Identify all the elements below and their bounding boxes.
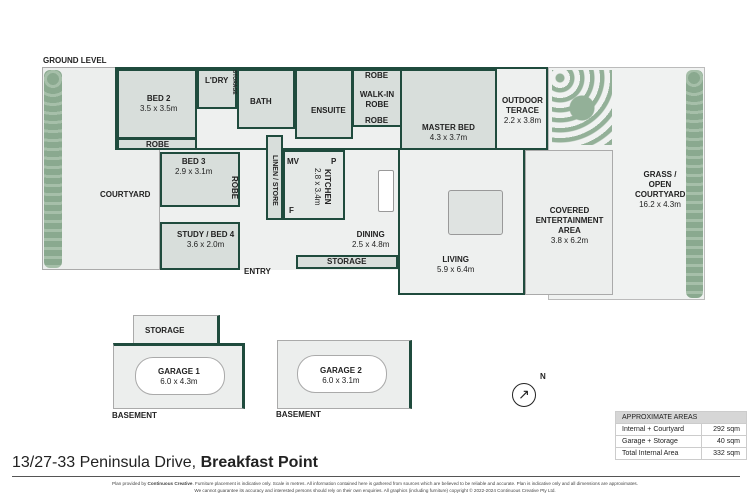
north-arrow-icon: ↗ (512, 383, 536, 407)
room-study (160, 222, 240, 270)
car-icon-2 (297, 355, 387, 393)
room-bed2 (117, 69, 197, 139)
pantry-label: P (331, 157, 337, 166)
room-ensuite (295, 69, 353, 139)
basement-storage-label: STORAGE (145, 326, 185, 335)
garage1-level: BASEMENT (112, 411, 157, 420)
laundry-label: L'DRY (205, 76, 229, 85)
sofa (448, 190, 503, 235)
hedge-right (686, 70, 703, 298)
north-label: N (540, 372, 546, 381)
room-bed3 (160, 152, 240, 207)
covered-area (525, 150, 613, 295)
room-storage-hall (296, 255, 398, 269)
address: 13/27-33 Peninsula Drive, Breakfast Poin… (12, 454, 318, 471)
entry-label: ENTRY (244, 267, 271, 276)
planting (552, 70, 612, 145)
robe-mid-label: ROBE (365, 116, 389, 125)
storage-hall-label: STORAGE (327, 257, 367, 266)
room-laundry (197, 69, 237, 109)
linen-label: LINEN / STORE (271, 155, 278, 206)
room-master (400, 69, 497, 150)
room-linen (266, 135, 283, 220)
fridge-label: F (289, 206, 294, 215)
courtyard-label: COURTYARD (100, 190, 151, 199)
room-walkin (352, 69, 402, 127)
footer: Plan provided by Continuous Creative. Fu… (112, 481, 638, 493)
level-label: GROUND LEVEL (43, 56, 107, 65)
ensuite-label: ENSUITE (311, 106, 346, 115)
mv-label: MV (287, 157, 299, 166)
storage-small-label: STORAGE (231, 70, 237, 95)
room-robe-bed2 (117, 138, 197, 150)
room-kitchen (283, 150, 345, 220)
room-bath (237, 69, 295, 129)
dining-table (378, 170, 394, 212)
garage2-level: BASEMENT (276, 410, 321, 419)
robe-top-label: ROBE (365, 71, 389, 80)
car-icon-1 (135, 357, 225, 395)
robe-bed3-label: ROBE (230, 176, 239, 200)
hedge-left (44, 70, 62, 268)
areas-title: APPROXIMATE AREAS (615, 411, 747, 424)
bath-label: BATH (250, 97, 272, 106)
walkin-label: WALK-IN ROBE (359, 90, 395, 109)
divider (12, 476, 740, 477)
robe-bed2-label: ROBE (146, 140, 170, 149)
